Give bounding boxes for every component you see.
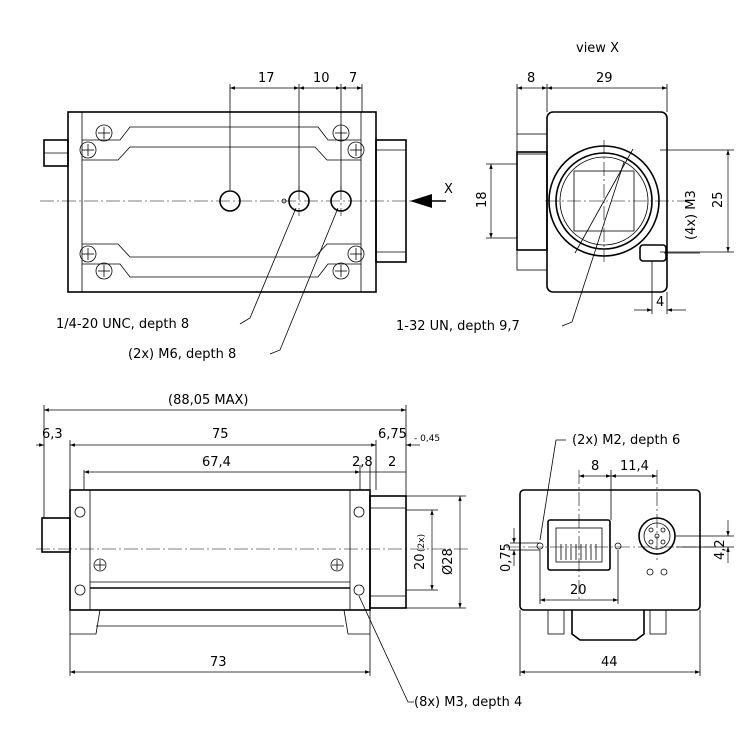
- dim-label: 0,75: [499, 543, 514, 572]
- dim-label: 29: [596, 71, 613, 86]
- dim-label: 75: [212, 427, 229, 442]
- dim-label: 8: [527, 71, 535, 86]
- dim-label: 17: [258, 71, 275, 86]
- back-view: (2x) M2, depth 6 8 11,4 0,75 4,2 20 44: [499, 433, 734, 676]
- dim-label: 11,4: [620, 459, 649, 474]
- dim-label: 67,4: [202, 455, 231, 470]
- side-connector: [516, 151, 548, 251]
- dim-label: 6,3: [42, 427, 63, 442]
- dim-label: 10: [313, 71, 330, 86]
- dim-label: (4x) M3: [684, 190, 699, 240]
- top-view: X 17 10 7 1/4-20 UNC, depth 8 (2x) M6, d…: [40, 71, 453, 362]
- dim-label: 4: [656, 295, 664, 310]
- dim-label: (88,05 MAX): [168, 393, 249, 408]
- callout-text: 1/4-20 UNC, depth 8: [56, 317, 189, 332]
- callout-text: (2x) M6, depth 8: [128, 347, 236, 362]
- screw-icon: [79, 124, 365, 280]
- dim-label: 8: [591, 459, 599, 474]
- camera-body-top: [67, 111, 377, 293]
- dim-label: 20: [570, 583, 587, 598]
- lens-mount: [369, 495, 407, 609]
- dim-label: 6,75: [378, 427, 407, 442]
- dim-label: 20: [413, 553, 428, 570]
- callout-text: (2x) M2, depth 6: [572, 433, 680, 448]
- dim-label: 4,2: [713, 539, 728, 560]
- connector-stub: [41, 517, 71, 553]
- side-view: view X 8 29 18 25 (4: [396, 41, 734, 334]
- dim-label: 7: [349, 71, 357, 86]
- dim-label: 2,8: [352, 455, 373, 470]
- dim-label: Ø28: [441, 548, 456, 575]
- callout-text: (8x) M3, depth 4: [414, 695, 522, 710]
- camera-body-front: [69, 489, 371, 611]
- side-body: [546, 111, 668, 293]
- dim-label: 44: [601, 655, 618, 670]
- dim-label: (2x): [417, 534, 427, 552]
- dim-label: 25: [711, 191, 726, 208]
- dim-label: - 0,45: [414, 434, 440, 444]
- dim-label: 2: [388, 455, 396, 470]
- screw-icon: [74, 506, 365, 596]
- view-title: view X: [576, 41, 619, 56]
- callout-text: 1-32 UN, depth 9,7: [396, 319, 520, 334]
- view-marker: X: [444, 182, 453, 197]
- dim-label: 73: [210, 655, 227, 670]
- dim-label: 18: [475, 191, 490, 208]
- front-view: (88,05 MAX) 6,3 75 6,75 - 0,45 67,4 2,8 …: [36, 393, 522, 710]
